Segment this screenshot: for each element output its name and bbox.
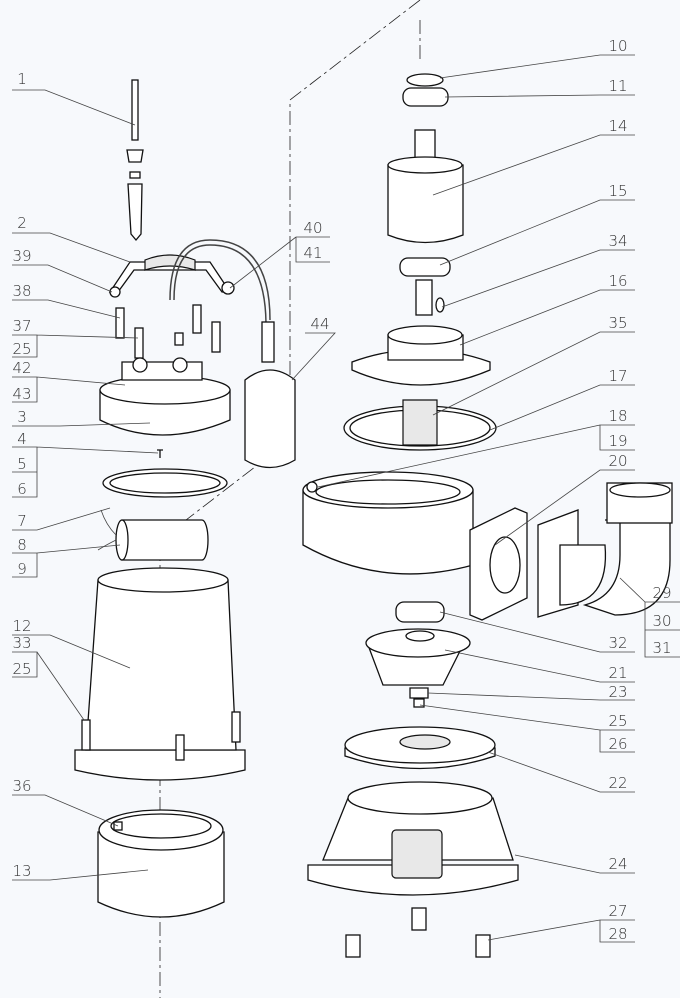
- part-impeller-21: [365, 628, 471, 686]
- label-23: 23: [608, 683, 627, 701]
- part-feet-27: [345, 907, 491, 958]
- part-capacitor-8: [97, 509, 209, 561]
- label-11: 11: [608, 77, 627, 95]
- label-37: 37: [12, 317, 31, 335]
- label-8: 8: [17, 536, 27, 554]
- label-9: 9: [17, 560, 27, 578]
- label-2: 2: [17, 214, 27, 232]
- part-key-34: [435, 297, 445, 313]
- label-7: 7: [17, 512, 27, 530]
- label-17: 17: [608, 367, 627, 385]
- label-24: 24: [608, 855, 627, 873]
- label-41: 41: [303, 244, 322, 262]
- label-25c: 25: [608, 712, 627, 730]
- label-19: 19: [608, 432, 627, 450]
- label-18: 18: [608, 407, 627, 425]
- part-washer-10: [406, 73, 444, 87]
- label-44: 44: [310, 315, 329, 333]
- part-seal-cover-16: [351, 325, 491, 386]
- part-rotor-14: [387, 129, 464, 316]
- label-20: 20: [608, 452, 627, 470]
- part-bearing-11: [402, 87, 449, 107]
- leader-lines: [12, 54, 680, 943]
- label-42: 42: [12, 359, 31, 377]
- label-36: 36: [12, 777, 31, 795]
- label-34: 34: [608, 232, 627, 250]
- label-15: 15: [608, 182, 627, 200]
- part-pump-casing-17: [302, 471, 474, 575]
- label-5: 5: [17, 455, 27, 473]
- label-25: 25: [12, 340, 31, 358]
- right-labels: 10 11 14 15 34 16 35 17 18 19 20 29 30 3…: [608, 37, 671, 943]
- label-13: 13: [12, 862, 31, 880]
- label-32: 32: [608, 634, 627, 652]
- label-12: 12: [12, 617, 31, 635]
- part-nut-23: [409, 687, 429, 708]
- part-shaft-pin-1: [126, 79, 144, 242]
- label-38: 38: [12, 282, 31, 300]
- label-43: 43: [12, 385, 31, 403]
- label-39: 39: [12, 247, 31, 265]
- part-motor-housing-12: [74, 567, 246, 781]
- label-29: 29: [652, 584, 671, 602]
- label-25b: 25: [12, 660, 31, 678]
- label-27: 27: [608, 902, 627, 920]
- label-26: 26: [608, 735, 627, 753]
- part-mechanical-seal-35: [343, 399, 497, 451]
- label-33: 33: [12, 634, 31, 652]
- float-labels: 40 41 44: [303, 219, 329, 333]
- label-30: 30: [652, 612, 671, 630]
- part-flange-20: [469, 507, 528, 621]
- label-3: 3: [17, 408, 27, 426]
- part-bolts-38-37: [115, 304, 221, 359]
- label-22: 22: [608, 774, 627, 792]
- label-14: 14: [608, 117, 627, 135]
- label-1: 1: [17, 70, 27, 88]
- label-28: 28: [608, 925, 627, 943]
- label-35: 35: [608, 314, 627, 332]
- part-motor-cover-13: [97, 809, 225, 918]
- label-31: 31: [652, 639, 671, 657]
- part-cable-cover-3: [99, 357, 231, 458]
- label-16: 16: [608, 272, 627, 290]
- part-seal-ring-7: [102, 468, 228, 498]
- part-cable-40: [169, 239, 271, 324]
- label-10: 10: [608, 37, 627, 55]
- left-labels: 1 2 39 38 37 25 42 43 3 4 5 6 7 8 9 12 3…: [12, 70, 31, 880]
- label-6: 6: [17, 480, 27, 498]
- part-base-24: [307, 781, 519, 896]
- label-21: 21: [608, 664, 627, 682]
- label-4: 4: [17, 430, 27, 448]
- label-40: 40: [303, 219, 322, 237]
- part-wear-plate-22: [344, 726, 496, 770]
- part-elbow-29: [537, 482, 673, 618]
- part-ring-32: [395, 601, 445, 623]
- part-float-switch-44: [244, 321, 296, 469]
